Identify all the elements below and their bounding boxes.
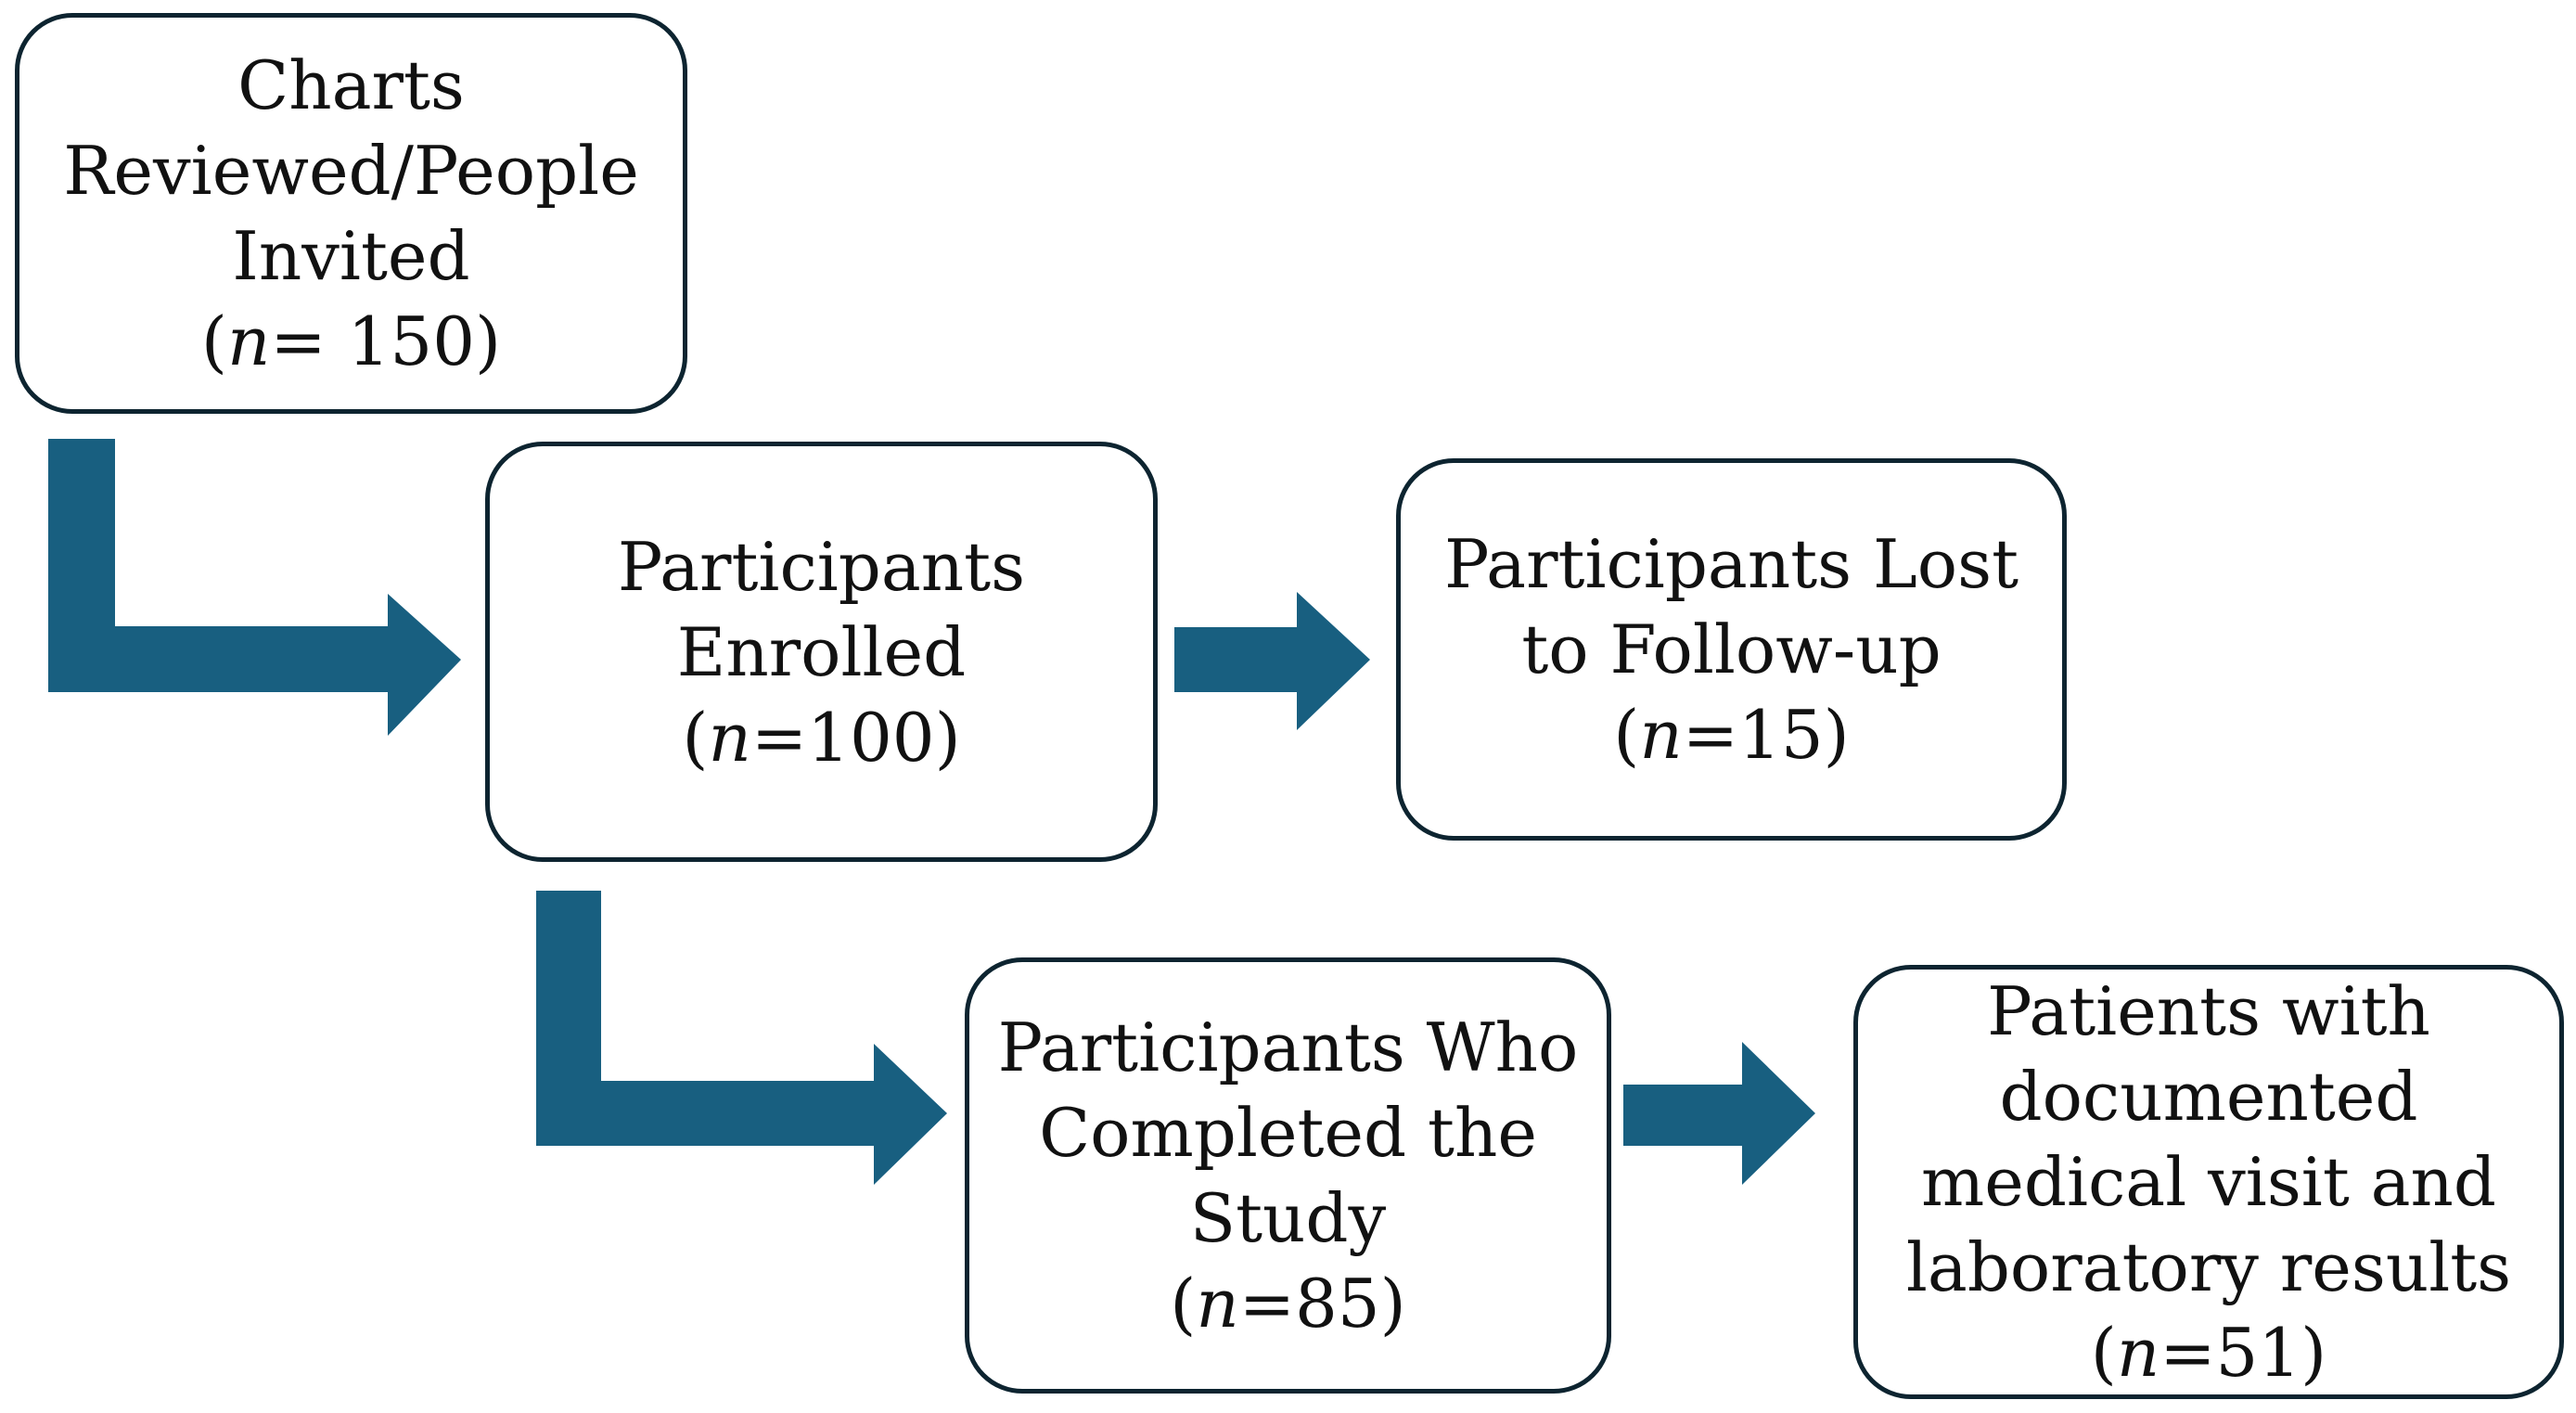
count-value: =100)	[750, 698, 961, 777]
count-open-paren: (	[682, 698, 709, 777]
count-variable: n	[1196, 1265, 1239, 1342]
box-count: (n=85)	[1170, 1261, 1406, 1346]
arrow-enrolled-to-completed	[536, 891, 947, 1185]
box-label-line: Enrolled	[676, 612, 967, 691]
count-value: = 150)	[270, 302, 502, 380]
count-value: =51)	[2159, 1314, 2327, 1392]
box-label-line: to Follow-up	[1521, 610, 1942, 688]
box-label-line: documented	[1999, 1058, 2418, 1136]
box-participants-lost: Participants Lost to Follow-up (n=15)	[1396, 458, 2067, 841]
box-count: (n=51)	[2091, 1310, 2327, 1395]
box-count: (n= 150)	[201, 299, 501, 384]
count-variable: n	[1639, 696, 1683, 774]
box-label-line: Charts	[237, 46, 465, 124]
box-label-line: Reviewed/People	[63, 132, 639, 210]
count-value: =85)	[1238, 1265, 1406, 1342]
count-variable: n	[708, 698, 751, 777]
box-count: (n=100)	[682, 695, 960, 780]
count-open-paren: (	[2090, 1314, 2117, 1392]
count-open-paren: (	[200, 302, 227, 380]
box-label-line: Patients with	[1987, 972, 2430, 1050]
count-value: =15)	[1682, 696, 1850, 774]
box-participants-enrolled: Participants Enrolled (n=100)	[485, 442, 1158, 862]
count-variable: n	[2116, 1314, 2160, 1392]
box-label-line: Participants Lost	[1443, 525, 2019, 603]
count-open-paren: (	[1170, 1265, 1197, 1342]
box-label-line: Participants Who	[997, 1008, 1579, 1086]
arrow-completed-to-patients	[1623, 1042, 1815, 1185]
box-label-line: laboratory results	[1905, 1228, 2512, 1306]
box-count: (n=15)	[1613, 692, 1850, 777]
box-label-line: Invited	[232, 217, 470, 295]
box-participants-completed: Participants Who Completed the Study (n=…	[965, 957, 1611, 1394]
count-open-paren: (	[1613, 696, 1640, 774]
box-label-line: medical visit and	[1920, 1143, 2497, 1221]
box-label-line: Study	[1189, 1179, 1387, 1257]
box-patients-documented: Patients with documented medical visit a…	[1853, 965, 2564, 1399]
box-charts-reviewed: Charts Reviewed/People Invited (n= 150)	[15, 13, 687, 414]
box-label-line: Completed the	[1039, 1094, 1537, 1172]
arrow-charts-to-enrolled	[48, 439, 461, 736]
box-label-line: Participants	[617, 527, 1026, 606]
arrow-enrolled-to-lost	[1174, 592, 1370, 730]
count-variable: n	[226, 302, 271, 380]
